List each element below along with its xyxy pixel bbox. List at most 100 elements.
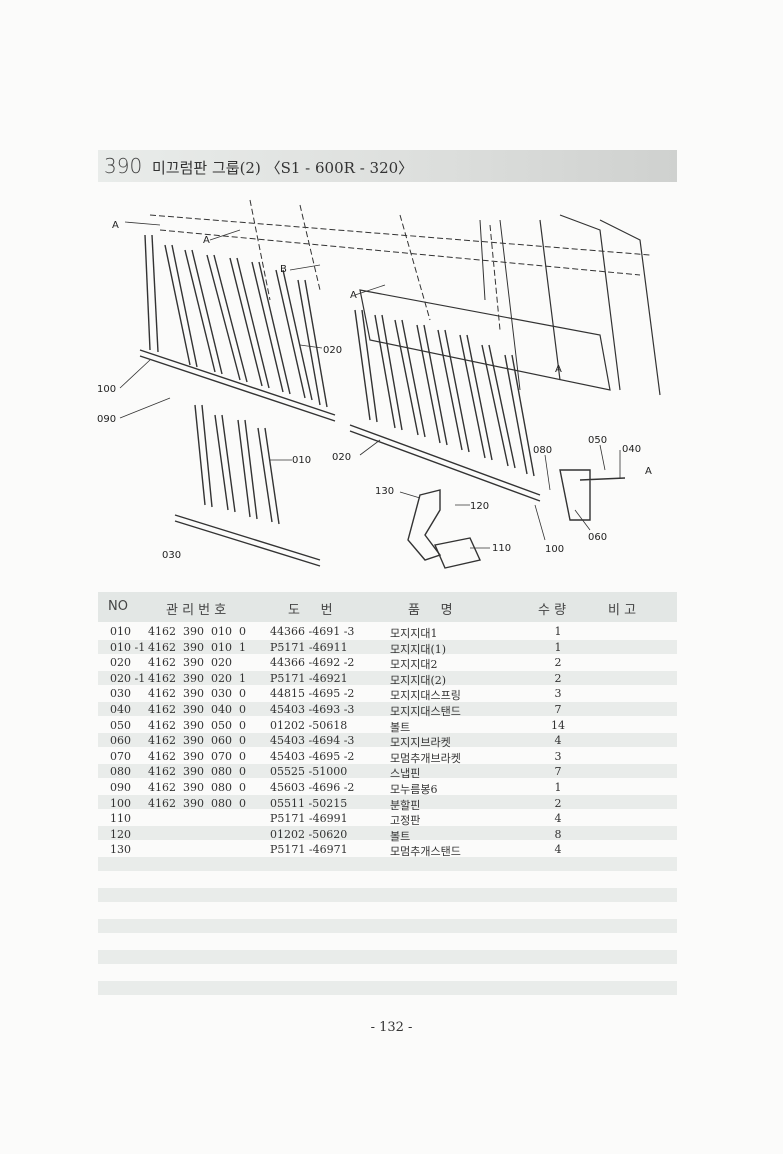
cell-mgmt: 4162 390 060 0 (148, 734, 246, 748)
header-no: NO (108, 599, 128, 614)
cell-drawing: P5171 -46911 (270, 640, 348, 654)
cell-drawing: 44815 -4695 -2 (270, 687, 355, 701)
cell-name: 모지지대2 (390, 658, 438, 672)
callout-label: A (203, 235, 210, 246)
cell-drawing: 45403 -4695 -2 (270, 749, 355, 763)
cell-name: 모멈추개브라켓 (390, 751, 461, 765)
table-band (98, 795, 677, 809)
table-band (98, 919, 677, 933)
cell-name: 볼트 (390, 720, 411, 734)
table-band (98, 950, 677, 964)
callout-label: A (112, 220, 119, 231)
cell-name: 볼트 (390, 829, 411, 843)
table-row: 050 4162 390 050 0 01202 -50618 볼트 14 (98, 719, 677, 734)
cell-qty: 7 (554, 703, 562, 716)
callout-label: 100 (545, 544, 564, 555)
cell-no: 020 -1 (110, 671, 146, 685)
callout-label: 010 (292, 455, 311, 466)
cell-mgmt: 4162 390 030 0 (148, 687, 246, 701)
cell-no: 010 -1 (110, 640, 146, 654)
cell-qty: 3 (554, 687, 562, 701)
cell-qty: 4 (554, 843, 562, 857)
cell-drawing: 01202 -50620 (270, 827, 348, 841)
cell-no: 030 (110, 687, 131, 701)
cell-no: 070 (110, 749, 131, 763)
table-band (98, 764, 677, 778)
cell-no: 110 (110, 812, 131, 826)
cell-drawing: 45603 -4696 -2 (270, 781, 355, 794)
table-band (98, 640, 677, 654)
header-quantity: 수 량 (538, 603, 567, 618)
callout-label: 060 (588, 532, 607, 543)
cell-drawing: P5171 -46991 (270, 812, 348, 826)
cell-qty: 2 (554, 671, 562, 685)
cell-no: 040 (110, 703, 131, 716)
header-note: 비 고 (608, 603, 637, 618)
cell-name: 모지지대스프링 (390, 689, 461, 703)
cell-qty: 14 (551, 718, 565, 732)
cell-name: 고정판 (390, 814, 421, 828)
callout-label: 020 (332, 452, 351, 463)
callout-label: B (280, 264, 287, 275)
cell-drawing: 01202 -50618 (270, 718, 348, 732)
callout-label: A (555, 364, 562, 375)
callout-label: 020 (323, 345, 342, 356)
cell-no: 010 (110, 625, 131, 638)
callout-label: 110 (492, 543, 511, 554)
cell-qty: 2 (554, 796, 562, 810)
cell-mgmt: 4162 390 070 0 (148, 749, 246, 763)
cell-mgmt: 4162 390 080 0 (148, 781, 246, 794)
table-band (98, 671, 677, 685)
parts-diagram: A A B A A 020 100 090 010 020 030 080 05… (97, 199, 661, 569)
cell-name: 스냅핀 (390, 767, 421, 781)
cell-qty: 1 (554, 625, 562, 638)
callout-label: 030 (162, 550, 181, 561)
cell-drawing: 44366 -4692 -2 (270, 656, 355, 670)
callout-label: 090 (97, 414, 116, 425)
table-header: NO 관 리 번 호 도 번 품 명 수 량 비 고 (98, 592, 677, 622)
callout-label: 120 (470, 501, 489, 512)
cell-mgmt: 4162 390 040 0 (148, 703, 246, 716)
section-title-bar (98, 150, 677, 182)
cell-name: 분할핀 (390, 798, 421, 812)
table-row: 030 4162 390 030 0 44815 -4695 -2 모지지대스프링 3 (98, 687, 677, 702)
table-row: 070 4162 390 070 0 45403 -4695 -2 모멈추개브라켓 3 (98, 750, 677, 765)
cell-qty: 4 (554, 734, 562, 748)
cell-no: 100 (110, 796, 131, 810)
table-band (98, 702, 677, 716)
cell-qty: 1 (554, 781, 562, 794)
cell-name: 모지지대(2) (390, 673, 447, 687)
table-band (98, 826, 677, 840)
header-drawing-number: 도 번 (288, 603, 333, 618)
page-number: - 132 - (370, 1020, 413, 1035)
cell-name: 모지지브라켓 (390, 736, 451, 750)
callout-label: A (350, 290, 357, 301)
header-part-name: 품 명 (408, 603, 453, 618)
cell-no: 060 (110, 734, 131, 748)
cell-no: 020 (110, 656, 131, 670)
cell-drawing: P5171 -46921 (270, 671, 348, 685)
callout-label: 100 (97, 384, 116, 395)
table-band (98, 981, 677, 995)
cell-mgmt: 4162 390 010 0 (148, 625, 246, 638)
cell-mgmt: 4162 390 050 0 (148, 718, 246, 732)
cell-mgmt: 4162 390 010 1 (148, 640, 246, 654)
cell-qty: 3 (554, 749, 562, 763)
cell-name: 모누름봉6 (390, 783, 438, 796)
cell-mgmt: 4162 390 020 1 (148, 671, 246, 685)
table-band (98, 733, 677, 747)
cell-qty: 7 (554, 765, 562, 779)
cell-no: 050 (110, 718, 131, 732)
cell-mgmt: 4162 390 080 0 (148, 765, 246, 779)
callout-label: 050 (588, 435, 607, 446)
cell-name: 모멈추개스탠드 (390, 845, 461, 859)
